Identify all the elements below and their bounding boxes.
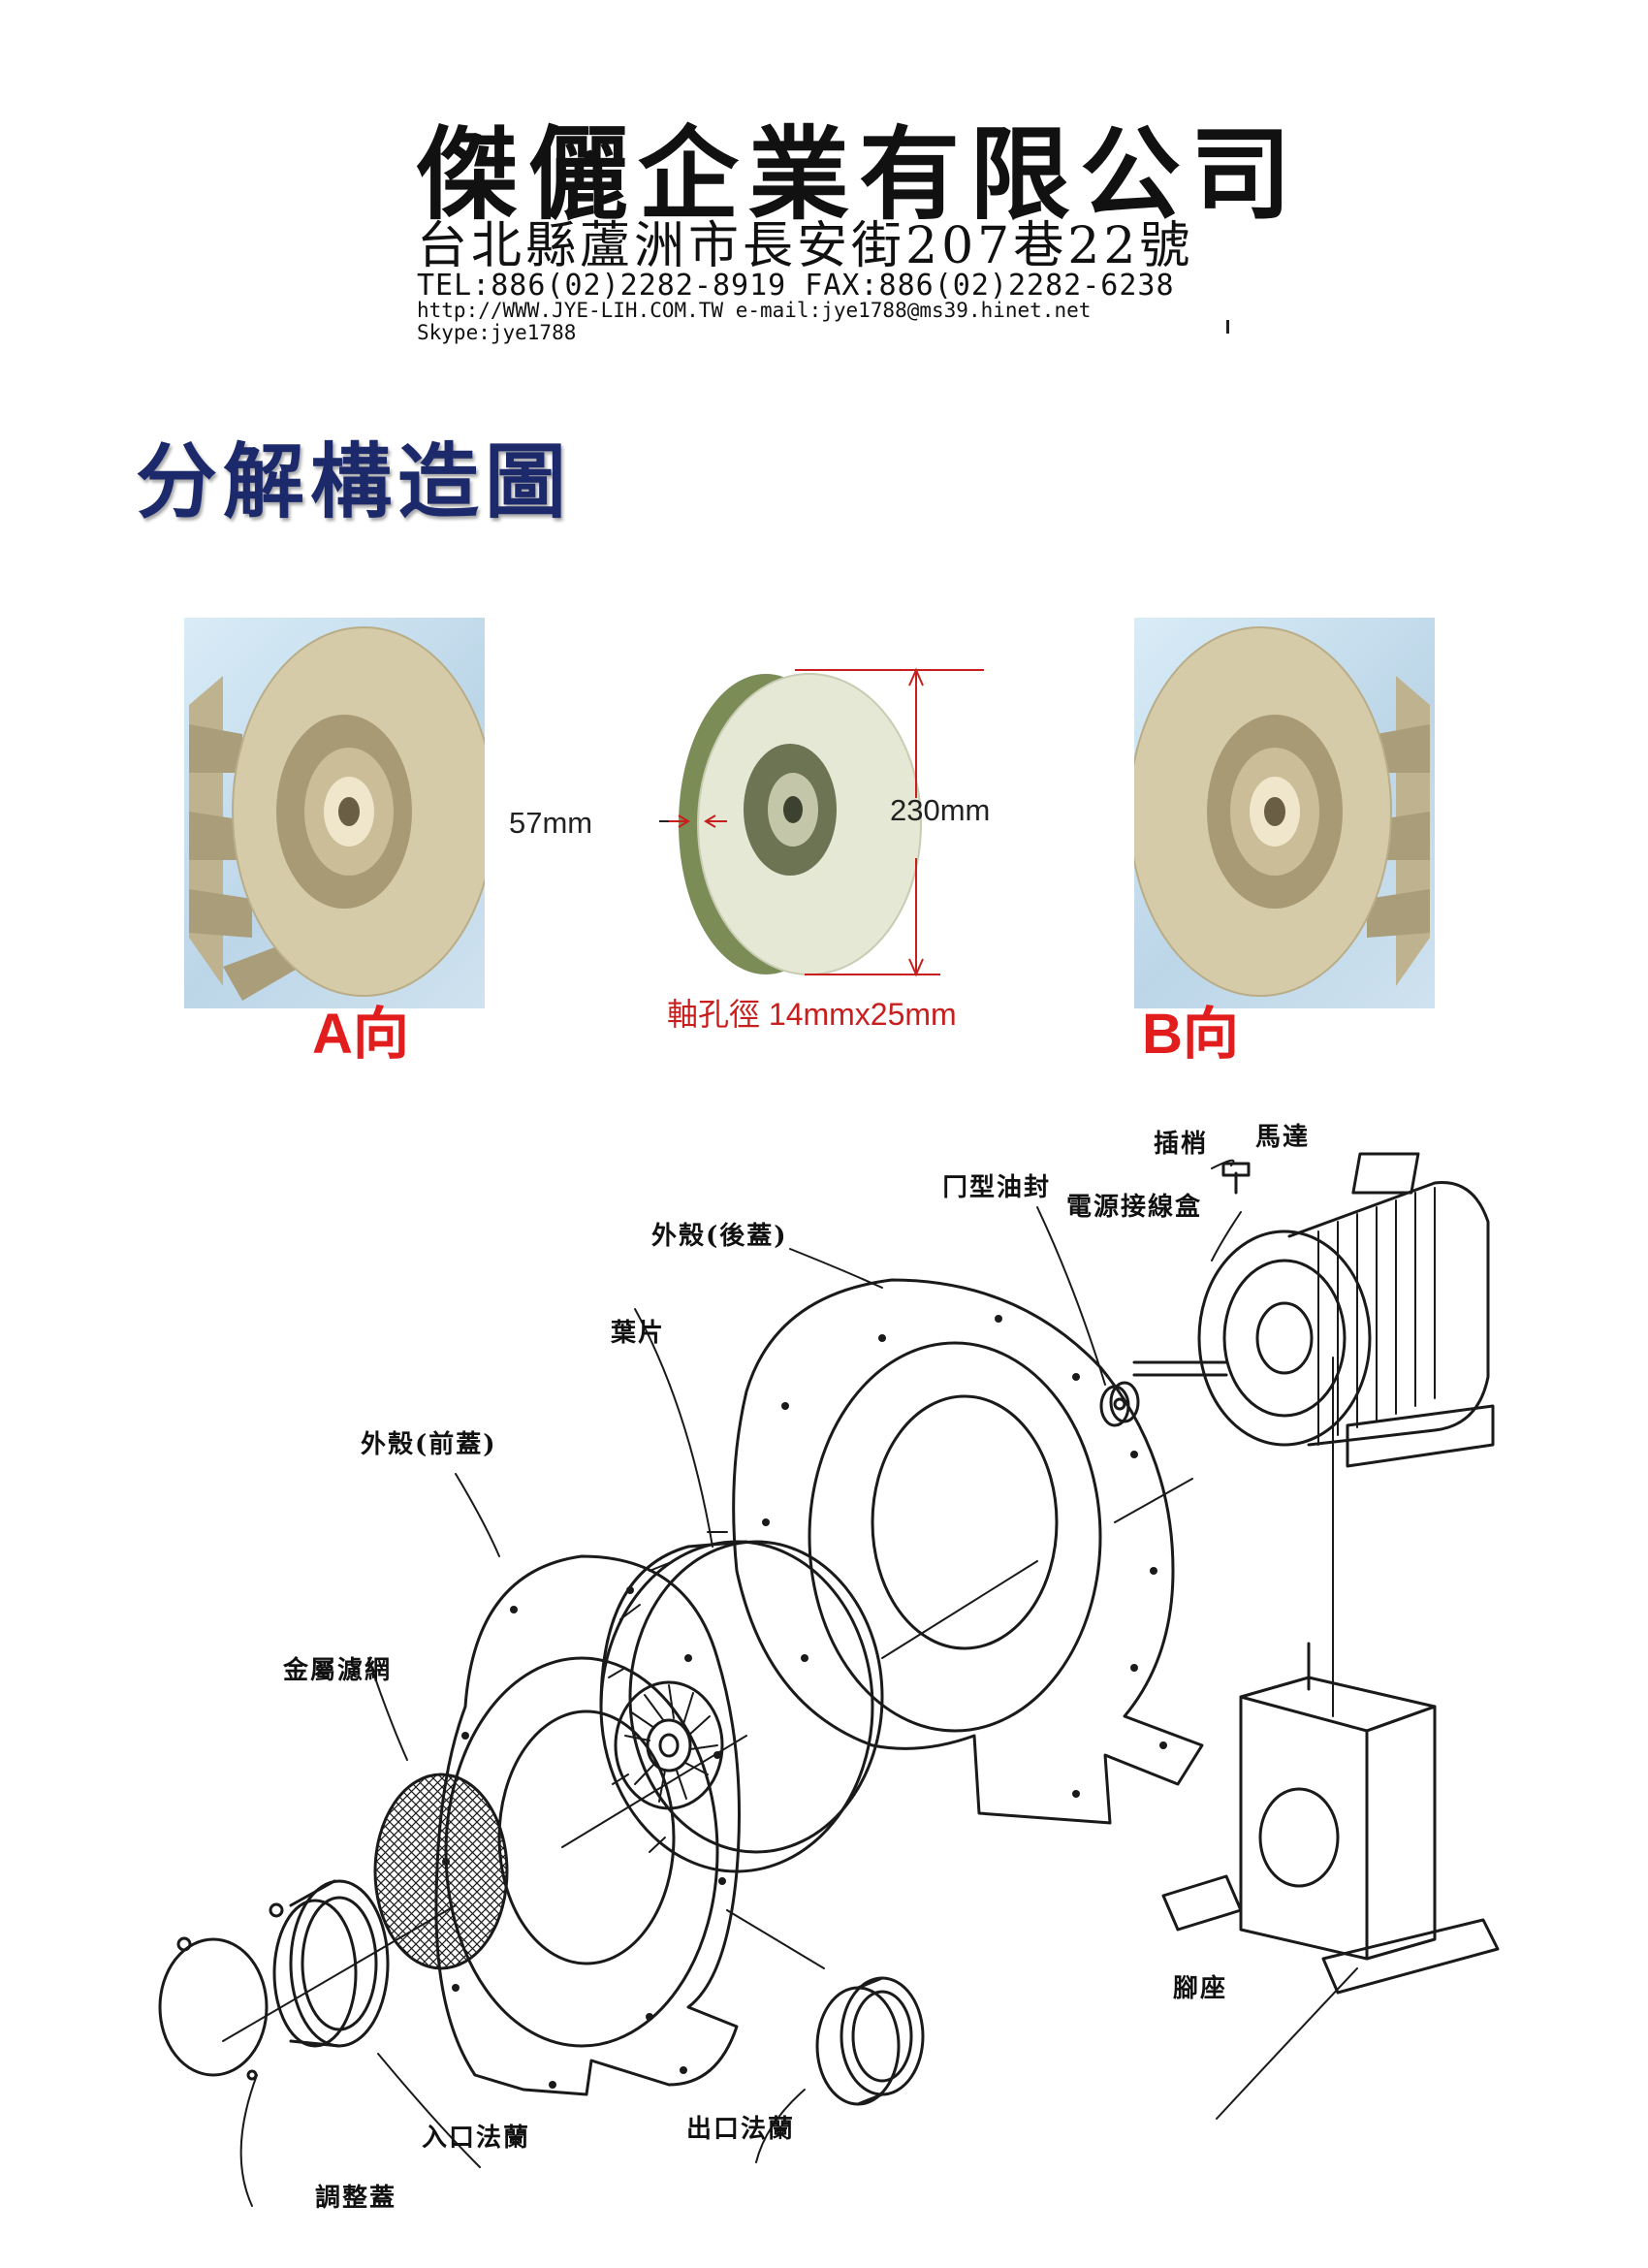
- metal-filter-drawing: [373, 1773, 509, 1970]
- page-title: 分解構造圖: [136, 433, 573, 529]
- direction-b-label: B向: [1142, 1003, 1239, 1066]
- leader-lines: [239, 1159, 1358, 2207]
- company-web-email: http://WWW.JYE-LIH.COM.TW e-mail:jye1788…: [417, 299, 1092, 322]
- part-label-base: 腳座: [1173, 1974, 1228, 2003]
- scan-mark: [1226, 320, 1229, 334]
- part-label-adjust-cover: 調整蓋: [315, 2184, 397, 2213]
- impeller-dimension-illustration: [616, 667, 984, 977]
- impeller-b-blades: [1367, 676, 1430, 986]
- exploded-drawing: [158, 1152, 1500, 2207]
- dimension-lines: [616, 667, 984, 977]
- blade-wheel-drawing: [599, 1531, 884, 1873]
- inlet-flange-drawing: [269, 1879, 390, 2048]
- impeller-dimension-photo: [616, 664, 1008, 984]
- part-label-oil-seal: 冂型油封: [942, 1173, 1052, 1202]
- impeller-photo-a: [184, 618, 485, 1008]
- impeller-bore-label: 軸孔徑 14mmx25mm: [667, 997, 957, 1032]
- impeller-b-illustration: [1134, 626, 1430, 997]
- part-label-metal-filter: 金屬濾網: [283, 1656, 393, 1685]
- outlet-flange-drawing: [815, 1976, 925, 2106]
- impeller-a-hub-icon: [338, 797, 360, 826]
- part-label-junction-box: 電源接線盒: [1066, 1193, 1203, 1222]
- impeller-b-hub-icon: [1264, 797, 1285, 826]
- rear-housing-drawing: [732, 1278, 1204, 1825]
- impeller-photo-b: [1134, 618, 1435, 1008]
- adjust-cover-drawing: [158, 1936, 269, 2081]
- oil-seal-drawing: [1099, 1381, 1140, 1427]
- impeller-a-blades: [189, 676, 301, 1001]
- company-name: 傑儷企業有限公司: [417, 114, 1302, 234]
- company-tel-fax: TEL:886(02)2282-8919 FAX:886(02)2282-623…: [417, 269, 1175, 303]
- company-address: 台北縣蘆洲市長安街207巷22號: [417, 217, 1194, 275]
- part-label-outlet-flange: 出口法蘭: [686, 2115, 796, 2144]
- company-skype: Skype:jye1788: [417, 321, 577, 344]
- part-label-rear-housing: 外殼(後蓋): [651, 1222, 788, 1251]
- part-label-inlet-flange: 入口法蘭: [422, 2124, 531, 2153]
- part-label-pin: 插梢: [1154, 1130, 1209, 1159]
- part-label-motor: 馬達: [1255, 1123, 1311, 1152]
- impeller-diameter-label: 230mm: [890, 793, 991, 827]
- motor-drawing: [1132, 1152, 1495, 1468]
- part-label-blade: 葉片: [611, 1319, 666, 1348]
- assembly-axis: [222, 1357, 1334, 2042]
- impeller-a-illustration: [189, 626, 485, 1001]
- impeller-width-label: 57mm: [509, 806, 593, 840]
- direction-a-label: A向: [312, 1003, 409, 1066]
- part-label-front-housing: 外殼(前蓋): [361, 1430, 497, 1459]
- impeller-bore-icon: [783, 796, 803, 823]
- base-stand-drawing: [1161, 1642, 1500, 1995]
